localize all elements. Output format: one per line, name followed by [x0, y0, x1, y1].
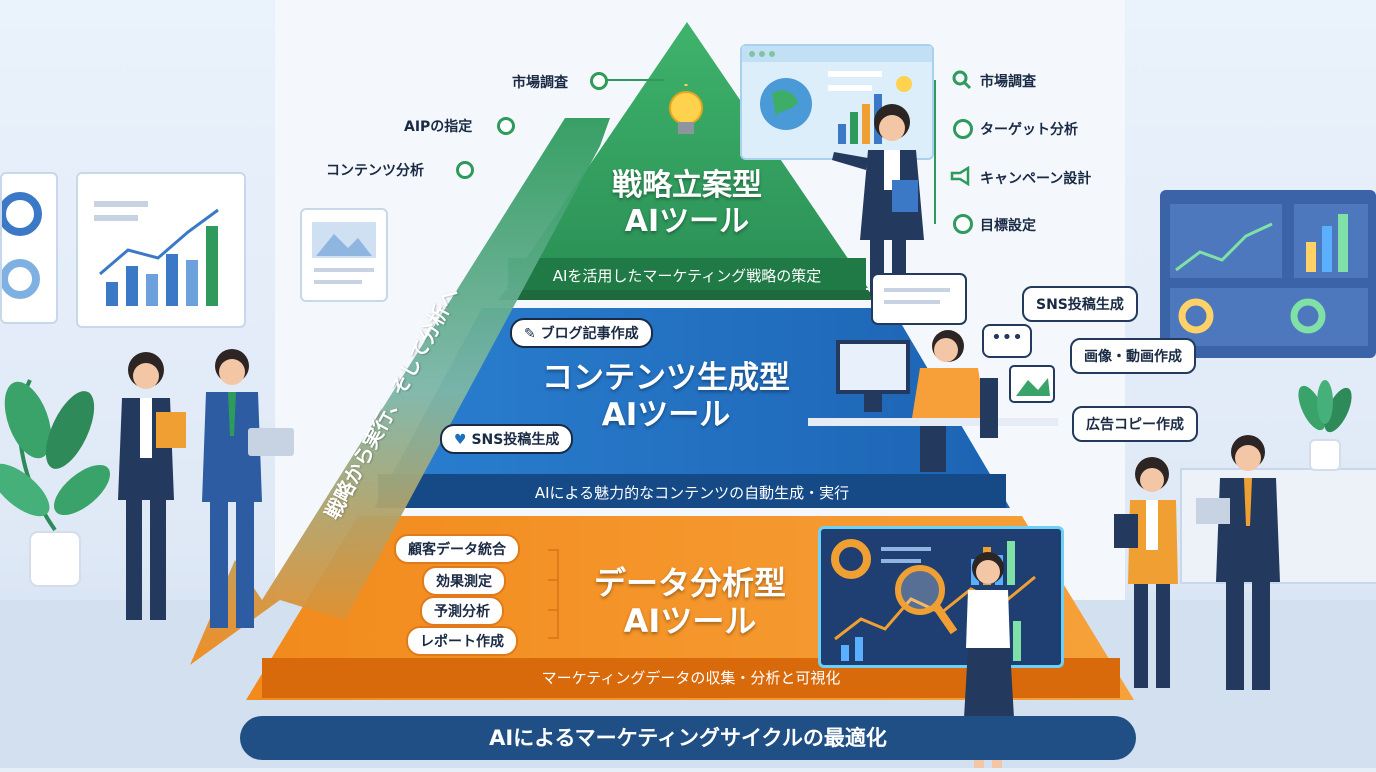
mid-left-tag-2-text: SNS投稿生成	[471, 432, 560, 448]
businesswoman-left	[104, 350, 194, 630]
businessman-left	[192, 346, 302, 636]
mid-right-callout-3: 広告コピー作成	[1072, 406, 1198, 442]
plant-right	[1290, 380, 1360, 472]
top-left-dot-3	[456, 161, 474, 179]
mid-right-callout-1: SNS投稿生成	[1022, 286, 1138, 322]
top-left-connector-1	[606, 79, 664, 81]
mid-left-tag-1-text: ブログ記事作成	[540, 326, 639, 342]
mid-right-callout-2: 画像・動画作成	[1070, 338, 1196, 374]
chat-icon: •••	[982, 324, 1032, 358]
lightbulb-icon	[664, 80, 708, 154]
browser-window-screen	[740, 44, 934, 160]
plant-left	[0, 360, 111, 590]
tier-bottom-title: データ分析型 AIツール	[560, 564, 820, 641]
heart-icon: ♥	[454, 432, 472, 448]
tier-bottom-band-text: マーケティングデータの収集・分析と可視化	[541, 669, 841, 687]
top-left-dot-1	[590, 72, 608, 90]
top-left-label-2: AIPの指定	[404, 119, 473, 135]
top-left-label-3: コンテンツ分析	[326, 163, 424, 179]
tier-top-title-line1: 戦略立案型	[612, 168, 762, 203]
top-right-label-3: キャンペーン設計	[980, 171, 1092, 187]
tier-middle-title-line1: コンテンツ生成型	[542, 360, 790, 396]
top-left-label-1: 市場調査	[512, 75, 568, 91]
mid-left-tag-1: ✎ ブログ記事作成	[510, 318, 653, 348]
bottom-left-tag-3: 予測分析	[420, 596, 504, 626]
bottom-left-tag-1: 顧客データ統合	[394, 534, 520, 564]
bottom-summary-bar: AIによるマーケティングサイクルの最適化	[240, 716, 1136, 760]
wall-dashboard-right	[1160, 190, 1376, 358]
cycle-arrow	[190, 118, 610, 665]
tier-middle-band-text: AIによる魅力的なコンテンツの自動生成・実行	[534, 484, 850, 502]
megaphone-icon	[950, 165, 972, 190]
top-right-bracket	[934, 80, 936, 224]
top-right-label-2: ターゲット分析	[980, 122, 1078, 138]
bottom-left-connectors	[548, 548, 564, 640]
tier-middle-title-line2: AIツール	[601, 397, 731, 434]
bottom-left-tag-4: レポート作成	[406, 626, 518, 656]
wall-line-chart-panel	[76, 172, 246, 328]
pyramid-band-top	[508, 258, 866, 290]
pyramid-band-middle	[378, 474, 1006, 508]
wall-chart-panel-left	[0, 172, 58, 324]
tier-bottom-title-line1: データ分析型	[593, 564, 786, 602]
goal-target-icon	[953, 214, 973, 234]
wall-image-panel	[300, 208, 388, 302]
target-icon	[953, 119, 973, 139]
top-left-dot-2	[497, 117, 515, 135]
tier-top-title: 戦略立案型 AIツール	[567, 168, 807, 240]
tier-top-band-text: AIを活用したマーケティング戦略の策定	[552, 267, 822, 285]
desk-worker-scene	[800, 268, 1070, 480]
search-icon	[952, 70, 972, 94]
tier-top-title-line2: AIツール	[624, 204, 750, 239]
mid-left-tag-2: ♥ SNS投稿生成	[440, 424, 574, 454]
businessman-right	[1190, 432, 1300, 696]
businesswoman-right	[1110, 454, 1190, 694]
edit-icon: ✎	[524, 326, 541, 342]
top-right-label-4: 目標設定	[980, 218, 1036, 234]
tier-middle-title: コンテンツ生成型 AIツール	[496, 360, 836, 434]
tier-bottom-title-line2: AIツール	[623, 602, 757, 641]
pyramid-tier-top	[506, 22, 868, 288]
bottom-left-tag-2: 効果測定	[422, 566, 506, 596]
magnifier-icon	[890, 560, 960, 640]
top-right-label-1: 市場調査	[980, 74, 1036, 90]
